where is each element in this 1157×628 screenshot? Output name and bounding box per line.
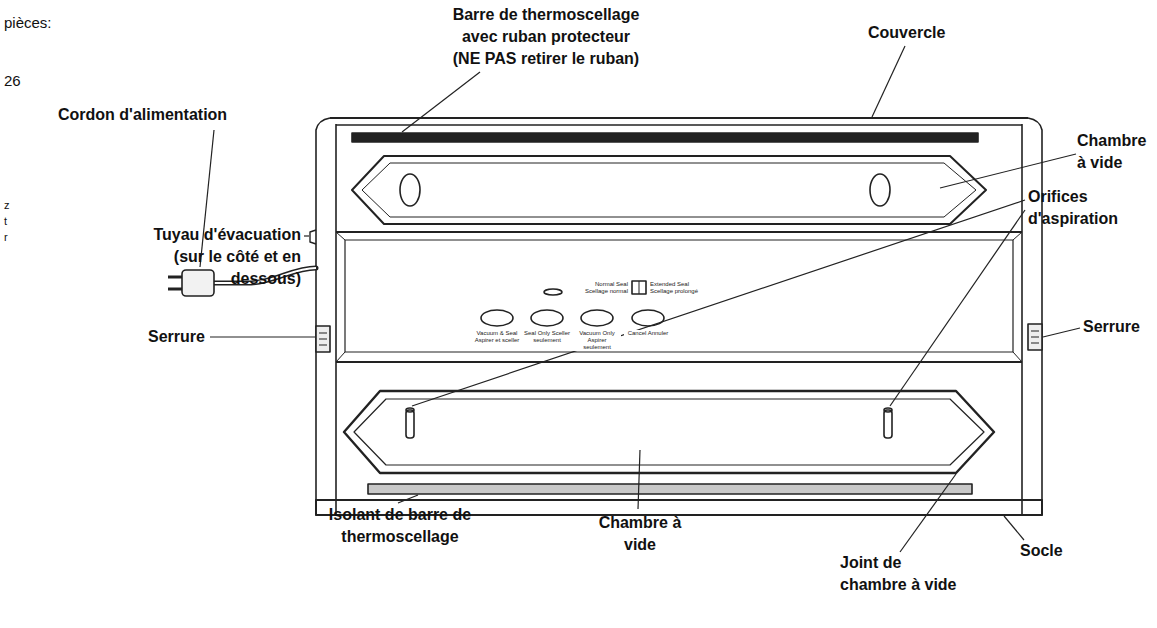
control-caption: Normal Seal Scellage normal — [574, 281, 628, 295]
upper-chamber-hole — [870, 174, 890, 206]
upper-chamber-inner — [362, 163, 976, 217]
control-caption: Vacuum & Seal Aspirer et sceller — [473, 330, 521, 344]
plug-prongs — [168, 277, 182, 289]
part-label: t — [4, 214, 7, 228]
part-label: Isolant de barre de thermoscellage — [325, 504, 475, 548]
leader-line — [412, 200, 1025, 406]
part-label: Chambre à vide — [1077, 130, 1153, 174]
part-label: 26 — [4, 72, 21, 90]
part-label: Chambre à vide — [598, 512, 682, 556]
panel-button — [632, 310, 664, 326]
latch-detail — [1031, 331, 1039, 343]
leader-line — [872, 46, 905, 117]
control-caption: Vacuum Only Aspirer seulement — [573, 330, 621, 351]
part-label: Serrure — [148, 326, 205, 348]
panel-button — [581, 310, 613, 326]
panel-button — [531, 310, 563, 326]
lid-lower-edge — [336, 231, 1022, 233]
part-label: Couvercle — [868, 22, 945, 44]
part-label: Joint de chambre à vide — [840, 552, 968, 596]
indicator-light — [544, 289, 562, 295]
upper-vacuum-chamber — [352, 156, 986, 224]
control-caption: Cancel Annuler — [624, 330, 672, 337]
plug — [182, 270, 214, 296]
leader-line — [398, 495, 418, 503]
panel-slope — [336, 232, 1022, 362]
heat-seal-bar — [352, 133, 978, 142]
control-panel — [345, 240, 1013, 352]
leader-line — [304, 235, 309, 236]
vacuum-port-top — [406, 408, 414, 412]
leader-line — [890, 210, 1025, 406]
leader-line — [1043, 328, 1080, 337]
right-side-panel — [1022, 118, 1042, 515]
latch — [1028, 324, 1042, 350]
vacuum-chamber-gasket — [344, 391, 994, 473]
vacuum-port — [884, 410, 892, 438]
latch-detail — [319, 333, 327, 345]
leader-line — [200, 130, 214, 267]
panel-button — [481, 310, 513, 326]
part-label: Orifices d'aspiration — [1028, 186, 1140, 230]
part-label: r — [4, 230, 8, 244]
lid-top-edge — [330, 117, 1028, 119]
part-label: Serrure — [1083, 316, 1140, 338]
control-caption: Seal Only Sceller seulement — [523, 330, 571, 344]
lid-top-inner — [336, 124, 1022, 126]
part-label: Barre de thermoscellage avec ruban prote… — [446, 4, 646, 70]
part-label: z — [4, 198, 10, 212]
vacuum-port-top — [884, 408, 892, 412]
upper-chamber-hole — [400, 174, 420, 206]
leader-line — [900, 474, 956, 552]
leader-line — [638, 450, 640, 509]
part-label: pièces: — [4, 14, 52, 32]
lower-vacuum-chamber — [354, 399, 984, 465]
part-label: Tuyau d'évacuation (sur le côté et en de… — [145, 224, 301, 290]
drain-hose-notch — [310, 230, 316, 244]
leader-line — [402, 72, 480, 132]
leader-line — [940, 154, 1076, 188]
switch-divider — [639, 281, 640, 294]
seal-bar-insulator — [368, 484, 972, 494]
leader-line — [1004, 516, 1024, 540]
left-side-panel — [316, 118, 336, 515]
vacuum-port — [406, 410, 414, 438]
part-label: Socle — [1020, 540, 1063, 562]
part-label: Cordon d'alimentation — [58, 104, 227, 126]
leader-line — [210, 336, 315, 337]
latch — [316, 326, 330, 352]
seal-mode-switch — [632, 281, 646, 294]
control-caption: Extended Seal Scellage prolongé — [650, 281, 704, 295]
